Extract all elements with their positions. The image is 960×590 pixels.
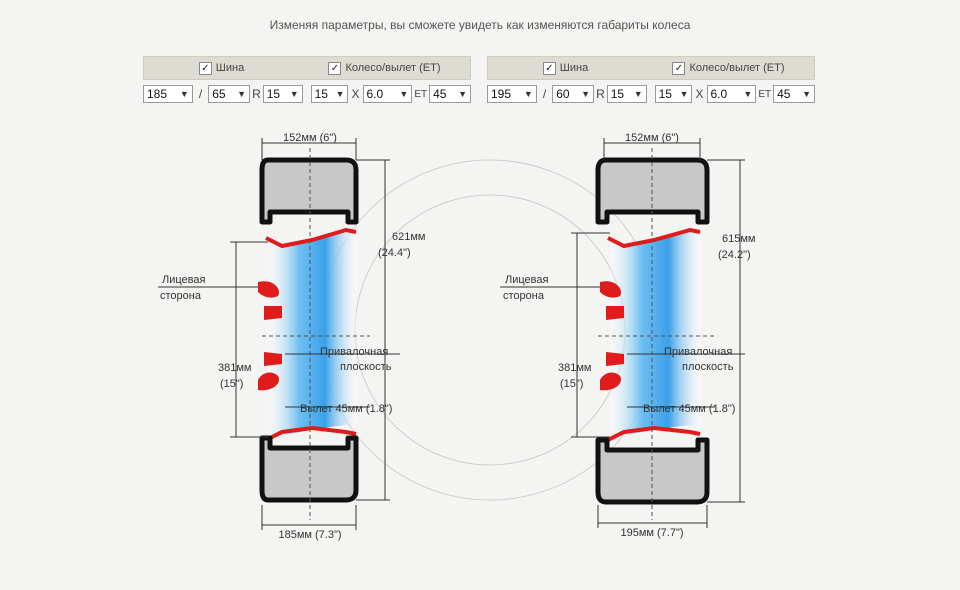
tire-width-select[interactable]: 185▼ bbox=[143, 85, 193, 103]
rim-toggle[interactable]: ✓ Колесо/вылет (ET) bbox=[299, 57, 470, 79]
rim-label: Колесо/вылет (ET) bbox=[345, 62, 441, 74]
r-label: R bbox=[252, 87, 261, 101]
chevron-down-icon: ▼ bbox=[802, 89, 811, 99]
rim-width-dim-text: 152мм (6") bbox=[625, 132, 679, 144]
right-wheel-diagram: 152мм (6") 615мм (24.2") Лицевая сторона… bbox=[500, 132, 755, 539]
left-wheel-diagram: 152мм (6") 621мм (24.4") Лицевая сторона… bbox=[158, 132, 661, 541]
tire-toggle[interactable]: ✓ Шина bbox=[488, 57, 643, 79]
slash-separator: / bbox=[198, 87, 203, 101]
rim-diameter-in-text: (15") bbox=[220, 378, 243, 390]
rim-bottom-edge bbox=[265, 425, 357, 442]
face-side-label-1: Лицевая bbox=[505, 274, 548, 286]
offset-text: Вылет 45мм (1.8") bbox=[643, 403, 735, 415]
chevron-down-icon: ▼ bbox=[743, 89, 753, 99]
mount-plane-label-2: плоскость bbox=[682, 361, 734, 373]
overall-diameter-text: 615мм bbox=[722, 233, 755, 245]
spoke-top-1 bbox=[600, 281, 622, 298]
spoke-bottom-2 bbox=[258, 372, 280, 391]
overall-diameter-text: 621мм bbox=[392, 231, 425, 243]
rim-top-edge bbox=[607, 227, 701, 249]
params-row: 185▼ / 65▼ R 15▼ 15▼ X 6.0▼ ET 45▼ bbox=[143, 84, 471, 104]
tire-label: Шина bbox=[215, 62, 245, 74]
right-params-panel: ✓ Шина ✓ Колесо/вылет (ET) 195▼ / 60▼ R … bbox=[487, 56, 815, 104]
rim-diameter-select[interactable]: 15▼ bbox=[310, 85, 349, 103]
overall-diameter-in-text: (24.4") bbox=[378, 247, 411, 259]
face-side-label-2: сторона bbox=[503, 290, 545, 302]
chevron-down-icon: ▼ bbox=[237, 89, 247, 99]
spoke-top-2 bbox=[264, 306, 282, 320]
rim-diameter-text: 381мм bbox=[558, 362, 591, 374]
et-label: ET bbox=[758, 88, 772, 100]
offset-text: Вылет 45мм (1.8") bbox=[300, 403, 392, 415]
rim-width-dim-text: 152мм (6") bbox=[283, 132, 337, 144]
chevron-down-icon: ▼ bbox=[399, 89, 409, 99]
et-select[interactable]: 45▼ bbox=[773, 85, 815, 103]
x-label: X bbox=[695, 87, 704, 101]
et-select[interactable]: 45▼ bbox=[429, 85, 471, 103]
face-side-label-2: сторона bbox=[160, 290, 202, 302]
face-side-label-1: Лицевая bbox=[162, 274, 205, 286]
tire-checkbox[interactable]: ✓ bbox=[542, 61, 556, 75]
panel-header: ✓ Шина ✓ Колесо/вылет (ET) bbox=[143, 56, 471, 80]
r-label: R bbox=[596, 87, 605, 101]
chevron-down-icon: ▼ bbox=[179, 89, 189, 99]
rim-diameter-text: 381мм bbox=[218, 362, 251, 374]
spoke-bottom-1 bbox=[606, 352, 624, 366]
tire-width-dim-text: 195мм (7.7") bbox=[620, 527, 683, 539]
tire-profile-select[interactable]: 60▼ bbox=[552, 85, 595, 103]
rim-checkbox[interactable]: ✓ bbox=[328, 61, 342, 75]
rim-checkbox[interactable]: ✓ bbox=[672, 61, 686, 75]
page-title: Изменяя параметры, вы сможете увидеть ка… bbox=[269, 18, 691, 32]
et-label: ET bbox=[414, 88, 428, 100]
x-label: X bbox=[351, 87, 360, 101]
tire-width-dim-text: 185мм (7.3") bbox=[278, 529, 341, 541]
rim-top-edge bbox=[265, 227, 357, 249]
left-params-panel: ✓ Шина ✓ Колесо/вылет (ET) 185▼ / 65▼ R … bbox=[143, 56, 471, 104]
tire-bottom bbox=[259, 435, 359, 503]
rim-diameter-in-text: (15") bbox=[560, 378, 583, 390]
rim-diameter-select[interactable]: 15▼ bbox=[654, 85, 693, 103]
tire-label: Шина bbox=[559, 62, 589, 74]
spoke-bottom-1 bbox=[264, 352, 282, 366]
tire-diameter-select[interactable]: 15▼ bbox=[262, 85, 303, 103]
mount-plane-label-1: Привалочная bbox=[664, 346, 732, 358]
tire-diameter-select[interactable]: 15▼ bbox=[606, 85, 647, 103]
mount-plane-label-1: Привалочная bbox=[320, 346, 388, 358]
rim-bottom-edge bbox=[607, 425, 701, 442]
chevron-down-icon: ▼ bbox=[289, 89, 299, 99]
mount-plane-label-2: плоскость bbox=[340, 361, 392, 373]
slash-separator: / bbox=[542, 87, 547, 101]
chevron-down-icon: ▼ bbox=[581, 89, 591, 99]
panel-header: ✓ Шина ✓ Колесо/вылет (ET) bbox=[487, 56, 815, 80]
tire-toggle[interactable]: ✓ Шина bbox=[144, 57, 299, 79]
params-row: 195▼ / 60▼ R 15▼ 15▼ X 6.0▼ ET 45▼ bbox=[487, 84, 815, 104]
chevron-down-icon: ▼ bbox=[523, 89, 533, 99]
spoke-top-2 bbox=[606, 306, 624, 320]
chevron-down-icon: ▼ bbox=[679, 89, 689, 99]
spoke-top-1 bbox=[258, 281, 280, 298]
tire-profile-select[interactable]: 65▼ bbox=[208, 85, 251, 103]
rim-width-select[interactable]: 6.0▼ bbox=[362, 85, 413, 103]
rim-width-select[interactable]: 6.0▼ bbox=[706, 85, 757, 103]
tire-checkbox[interactable]: ✓ bbox=[198, 61, 212, 75]
chevron-down-icon: ▼ bbox=[458, 89, 467, 99]
rim-label: Колесо/вылет (ET) bbox=[689, 62, 785, 74]
overall-diameter-in-text: (24.2") bbox=[718, 249, 751, 261]
spoke-bottom-2 bbox=[600, 372, 622, 391]
rim-toggle[interactable]: ✓ Колесо/вылет (ET) bbox=[643, 57, 814, 79]
chevron-down-icon: ▼ bbox=[335, 89, 345, 99]
tire-top bbox=[259, 157, 359, 225]
tire-width-select[interactable]: 195▼ bbox=[487, 85, 537, 103]
chevron-down-icon: ▼ bbox=[633, 89, 643, 99]
